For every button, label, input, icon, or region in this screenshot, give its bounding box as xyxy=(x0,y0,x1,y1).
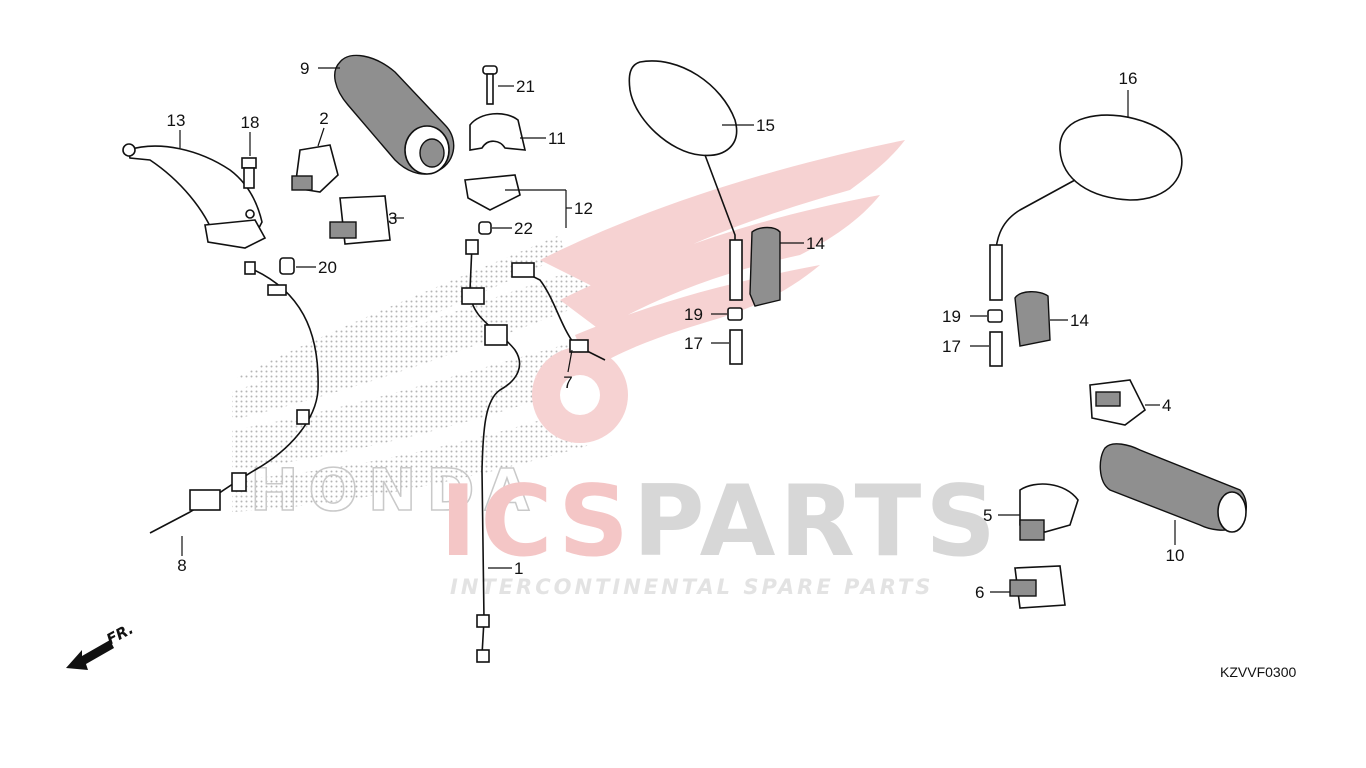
part-7-switch xyxy=(511,262,606,361)
callout-9: 9 xyxy=(300,59,309,78)
part-6-switch xyxy=(1009,565,1066,609)
callout-17b: 17 xyxy=(942,337,961,356)
part-10-grip xyxy=(1099,443,1247,533)
callout-10: 10 xyxy=(1166,546,1185,565)
watermark-brand-parts: PARTS xyxy=(633,465,1000,579)
part-15-mirror xyxy=(628,60,743,301)
callout-5: 5 xyxy=(983,506,992,525)
callout-7: 7 xyxy=(563,373,572,392)
watermark-wing-red xyxy=(540,140,905,370)
callout-11: 11 xyxy=(548,129,566,148)
part-14-boot xyxy=(1014,291,1051,347)
callout-15: 15 xyxy=(756,116,775,135)
callout-13: 13 xyxy=(167,111,186,130)
watermark-tagline: INTERCONTINENTAL SPARE PARTS xyxy=(450,575,933,599)
watermark-brand-ics: ICS xyxy=(440,465,633,579)
front-arrow-icon xyxy=(66,640,114,670)
part-2-switch xyxy=(291,144,339,193)
callout-3: 3 xyxy=(388,209,397,228)
watermark-wing-dots xyxy=(232,235,602,512)
part-5-switch xyxy=(1019,483,1079,541)
callout-19a: 19 xyxy=(684,305,703,324)
part-8-cable xyxy=(149,261,319,534)
watermark: HONDA ICSPARTS INTERCONTINENTAL SPARE PA… xyxy=(232,140,1000,599)
part-18-bolt xyxy=(241,157,257,189)
callout-2: 2 xyxy=(319,109,328,128)
part-1-cable xyxy=(461,239,521,663)
callout-1: 1 xyxy=(514,559,523,578)
callout-14b: 14 xyxy=(1070,311,1089,330)
part-4-switch xyxy=(1089,379,1147,426)
callout-17a: 17 xyxy=(684,334,703,353)
part-12-holder xyxy=(464,174,521,211)
callout-14a: 14 xyxy=(806,234,825,253)
part-14-boot xyxy=(749,226,781,307)
part-9-grip xyxy=(334,54,455,175)
diagram-code: KZVVF0300 xyxy=(1220,664,1296,680)
callout-21: 21 xyxy=(516,77,535,96)
part-16-mirror xyxy=(989,114,1183,301)
callout-18: 18 xyxy=(241,113,260,132)
part-17-adapter xyxy=(729,329,743,365)
part-20-nut xyxy=(279,257,295,275)
callout-19b: 19 xyxy=(942,307,961,326)
part-17-adapter xyxy=(989,331,1003,367)
part-3-switch xyxy=(329,195,391,245)
part-22-nut xyxy=(478,221,492,235)
callout-12: 12 xyxy=(574,199,593,218)
svg-text:ICSPARTS: ICSPARTS xyxy=(440,465,1000,579)
callout-6: 6 xyxy=(975,583,984,602)
callout-labels: 13 18 2 20 3 9 21 11 12 22 8 1 7 15 14 1… xyxy=(167,59,1185,602)
part-13-lever xyxy=(122,143,267,249)
part-19-nut xyxy=(987,309,1003,323)
callout-8: 8 xyxy=(177,556,186,575)
part-11-holder xyxy=(469,112,527,151)
callout-20: 20 xyxy=(318,258,337,277)
part-21-screw xyxy=(482,65,498,105)
callout-22: 22 xyxy=(514,219,533,238)
callout-4: 4 xyxy=(1162,396,1171,415)
callout-16: 16 xyxy=(1119,69,1138,88)
front-direction-marker: FR. xyxy=(66,620,136,670)
part-19-nut xyxy=(727,307,743,321)
